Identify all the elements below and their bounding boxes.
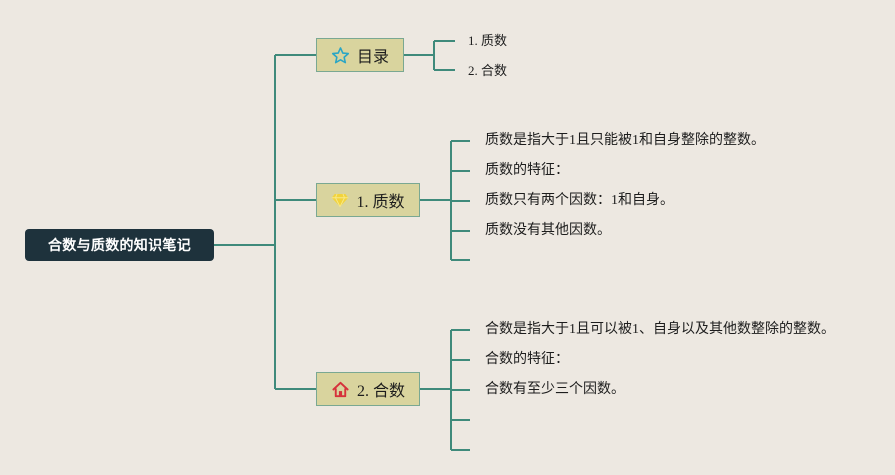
prime-leaf-definition[interactable]: 质数是指大于1且只能被1和自身整除的整数。 — [485, 133, 765, 148]
diamond-icon — [331, 192, 349, 208]
root-label: 合数与质数的知识笔记 — [48, 238, 191, 254]
composite-leaf-definition[interactable]: 合数是指大于1且可以被1、自身以及其他数整除的整数。 — [485, 322, 835, 337]
branch-label-toc: 目录 — [356, 49, 389, 66]
root-node[interactable]: 合数与质数的知识笔记 — [25, 229, 214, 261]
composite-leaf-features[interactable]: 合数的特征： — [485, 352, 569, 367]
branch-node-toc[interactable]: 目录 — [316, 38, 404, 72]
prime-leaf-connectors — [420, 140, 470, 261]
toc-item-composite[interactable]: 2. 合数 — [468, 63, 508, 78]
star-icon — [331, 46, 350, 65]
composite-leaf-connectors — [420, 329, 470, 451]
prime-leaf-no-other-factors[interactable]: 质数没有其他因数。 — [485, 223, 611, 238]
prime-leaf-two-factors[interactable]: 质数只有两个因数：1和自身。 — [485, 193, 674, 208]
home-icon — [331, 380, 350, 399]
toc-leaf-connectors — [404, 40, 455, 71]
branch-label-prime: 1. 质数 — [356, 194, 405, 211]
branch-node-prime[interactable]: 1. 质数 — [316, 183, 420, 217]
prime-leaf-features[interactable]: 质数的特征： — [485, 163, 569, 178]
branch-label-composite: 2. 合数 — [356, 383, 405, 400]
composite-leaf-three-factors[interactable]: 合数有至少三个因数。 — [485, 382, 625, 397]
branch-node-composite[interactable]: 2. 合数 — [316, 372, 420, 406]
toc-item-prime[interactable]: 1. 质数 — [468, 33, 508, 48]
